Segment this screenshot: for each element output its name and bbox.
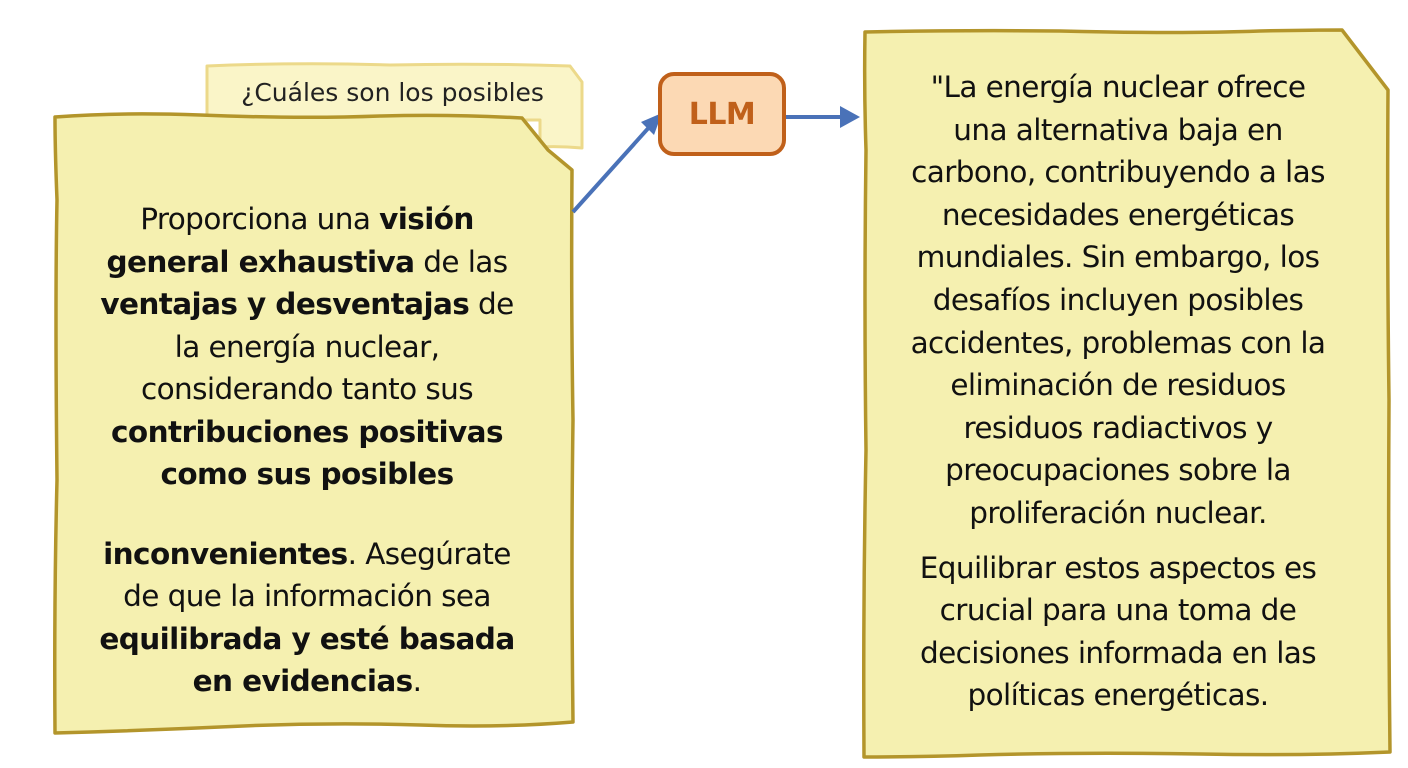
prompt-segment-bold: inconvenientes [103,536,348,571]
prompt-line: la energía nuclear, [174,329,440,364]
prompt-segment-bold: ventajas y desventajas [100,287,470,321]
response-line: residuos radiactivos y [963,410,1273,445]
prompt-segment-bold: general exhaustiva [106,244,415,279]
response-line: Equilibrar estos aspectos es [919,550,1317,585]
prompt-to-llm-arrow [571,122,654,214]
prompt-line: ventajas y desventajas de [68,283,546,326]
prompt-line: considerando tanto sus [140,372,474,406]
prompt-segment: . Asegúrate [347,536,512,571]
response-note-shape [862,28,1392,759]
prompt-segment-bold: equilibrada y esté basada [99,621,515,656]
response-line: una alternativa baja en [953,112,1283,147]
prompt-line: Proporciona una visión [68,198,546,241]
response-line: crucial para una toma de [939,593,1297,628]
response-paragraph-1: "La energía nuclear ofrece una alternati… [872,66,1364,535]
prompt-line: de que la información sea [123,579,491,613]
response-text: "La energía nuclear ofrece una alternati… [872,66,1364,717]
prompt-line: general exhaustiva de las [68,241,546,284]
prompt-segment-bold: contribuciones positivas [111,414,504,449]
prompt-line: como sus posibles [68,453,546,496]
arrowhead-icon [641,113,662,135]
prompt-segment: de las [414,244,508,279]
prompt-segment-bold: en evidencias [192,664,414,698]
prompt-line: equilibrada y esté basada [68,618,546,661]
response-line: carbono, contribuyendo a las [911,155,1325,190]
prompt-text: Proporciona una visión general exhaustiv… [68,198,546,703]
background-question-note [205,62,584,150]
prompt-segment-bold: visión [379,202,474,236]
prompt-note-shape [53,112,575,735]
response-paragraph-2: Equilibrar estos aspectos es crucial par… [872,547,1364,717]
response-line: "La energía nuclear ofrece [930,70,1306,104]
response-line: necesidades energéticas [941,197,1295,232]
response-line: políticas energéticas. [967,678,1269,713]
llm-node-label: LLM [688,96,756,132]
prompt-line: inconvenientes. Asegúrate [68,533,546,576]
background-question-text: ¿Cuáles son los posibles [215,76,570,114]
prompt-segment: Proporciona una [140,202,380,236]
prompt-line: en evidencias. [68,660,546,703]
response-line: mundiales. Sin embargo, los [916,240,1320,275]
prompt-segment-bold: como sus posibles [160,457,454,491]
response-line: preocupaciones sobre la [945,453,1291,488]
response-line: eliminación de residuos [950,368,1286,403]
response-line: proliferación nuclear. [969,495,1267,530]
prompt-gap [68,496,546,533]
prompt-line: contribuciones positivas [68,411,546,454]
llm-node-box [658,72,786,156]
question-label: ¿Cuáles son los posibles [241,78,544,107]
prompt-segment: . [412,664,422,698]
arrowhead-icon [840,106,860,128]
response-line: accidentes, problemas con la [910,325,1326,360]
response-line: decisiones informada en las [919,635,1317,670]
prompt-segment: de [469,287,514,321]
response-line: desafíos incluyen posibles [932,282,1304,317]
